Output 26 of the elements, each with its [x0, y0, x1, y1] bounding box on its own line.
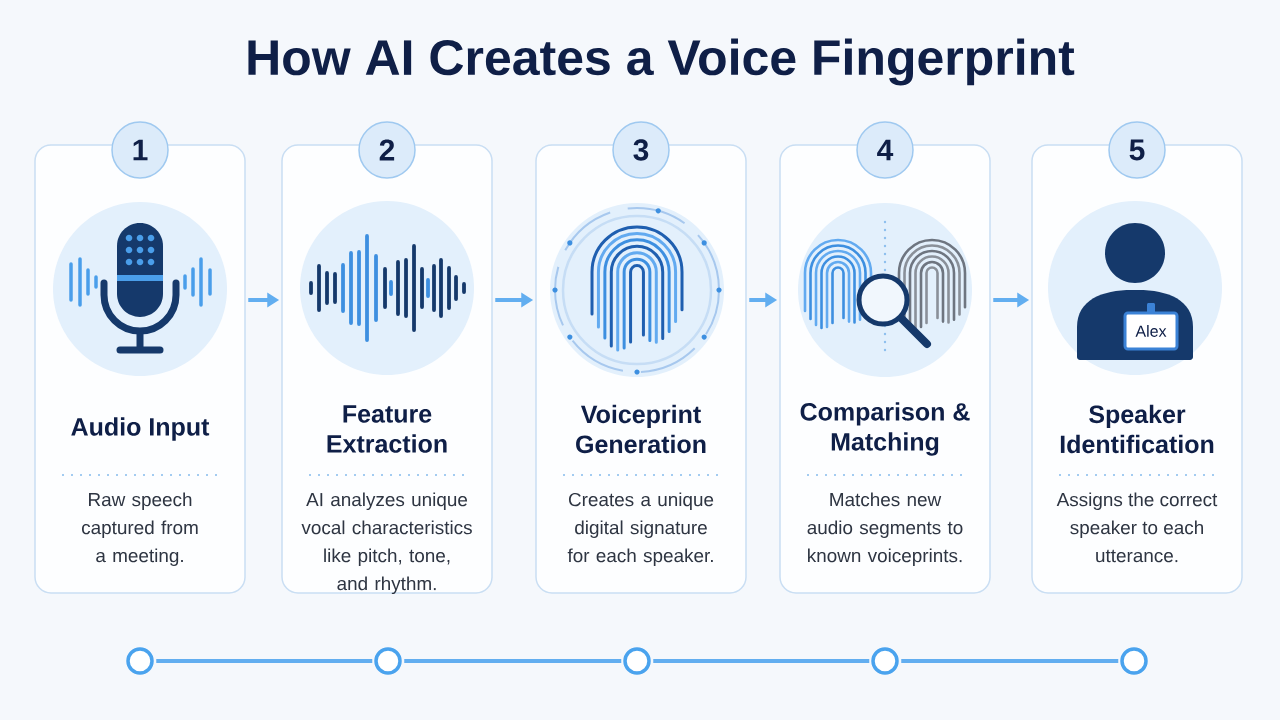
step-title: Audio Input [71, 417, 210, 441]
timeline-line [156, 659, 373, 663]
name-tag: Alex [1123, 303, 1179, 351]
step-title: Feature Extraction [327, 405, 447, 453]
step-title: Speaker Identification [1060, 404, 1214, 454]
step-description: Matches new audio segments to known voiceprints. [807, 492, 963, 566]
step-title: Comparison & Matching [800, 402, 970, 456]
step-number: 3 [612, 121, 670, 179]
timeline-dot [374, 647, 402, 675]
step-description: Raw speech captured from a meeting. [82, 492, 198, 566]
timeline-dot [126, 647, 154, 675]
timeline-line [404, 659, 622, 663]
timeline-line [653, 659, 870, 663]
step-number: 2 [358, 121, 416, 179]
timeline-line [901, 659, 1119, 663]
timeline-dot [871, 647, 899, 675]
step-number: 4 [856, 121, 914, 179]
step-description: AI analyzes unique vocal characteristics like pitch, tone, and rhythm. [301, 492, 472, 594]
timeline-dot [1120, 647, 1148, 675]
step-description: Creates a unique digital signature for each speaker. [567, 492, 714, 566]
timeline-dot [623, 647, 651, 675]
title: How AI Creates a Voice Fingerprint [248, 38, 1075, 86]
step-number: 1 [111, 121, 169, 179]
step-title: Voiceprint Generation [576, 404, 706, 454]
step-description: Assigns the correct speaker to each utterance. [1056, 492, 1218, 563]
step-number: 5 [1108, 121, 1166, 179]
